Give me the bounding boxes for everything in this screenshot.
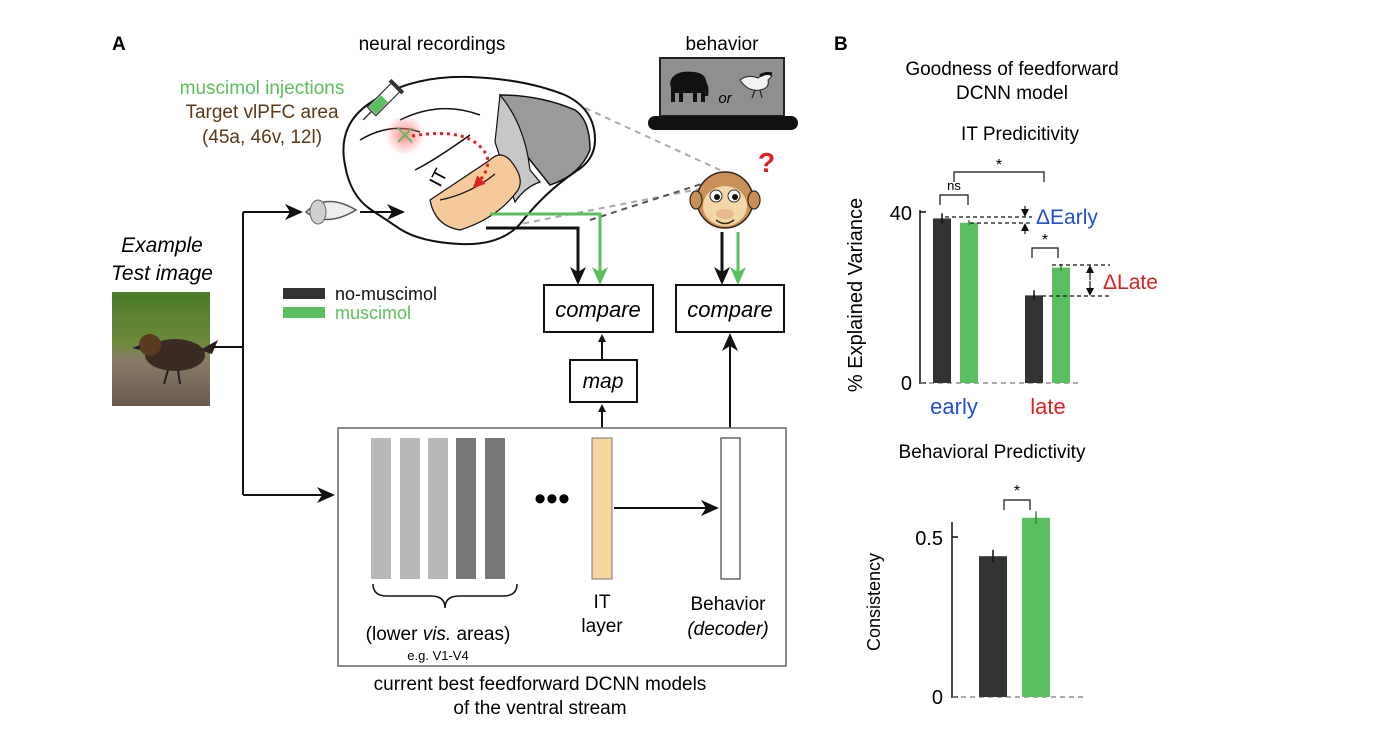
compare-box-behavior <box>675 284 785 333</box>
chart1-category-late: late <box>1030 394 1065 419</box>
dcnn-ellipsis: ••• <box>534 480 570 518</box>
projection-line <box>584 107 721 171</box>
decoder-bar <box>720 437 741 580</box>
compare-neural-label: compare <box>555 297 641 322</box>
ns-bracket <box>939 194 969 205</box>
chart1-ytick-label: 40 <box>890 203 912 225</box>
it-layer-bar <box>591 437 613 580</box>
chart1-bar-no-muscimol <box>1025 295 1043 383</box>
chart1-title: IT Predicitivity <box>961 124 1079 145</box>
neural-recordings-title: neural recordings <box>359 34 506 55</box>
projection-line <box>479 184 721 233</box>
compare-box-neural <box>543 284 654 333</box>
chart2-ytick-label: 0.5 <box>915 528 943 550</box>
elephant-icon <box>670 71 709 102</box>
chart2-star: * <box>1014 483 1020 500</box>
dcnn-caption-line2: of the ventral stream <box>453 698 626 719</box>
lower-areas-brace <box>372 583 518 609</box>
lower-areas-example: e.g. V1-V4 <box>407 648 468 663</box>
dcnn-layer <box>456 438 476 579</box>
dcnn-layer <box>485 438 505 579</box>
eye-icon <box>304 199 358 225</box>
dcnn-layer <box>400 438 420 579</box>
chart1-bar-no-muscimol <box>933 218 951 383</box>
behavior-or-text: or <box>718 90 732 107</box>
delta-late-label: ΔLate <box>1103 271 1158 294</box>
neural-muscimol-arrow <box>490 212 608 285</box>
it-layer-label-line2: layer <box>581 616 623 637</box>
decoder-label-line2: (decoder) <box>687 619 768 640</box>
panel-b-label: B <box>834 34 848 55</box>
legend-no-muscimol: no-muscimol <box>335 284 437 304</box>
legend-swatch-no-muscimol <box>283 288 325 299</box>
chart2-bar-muscimol <box>1022 517 1050 697</box>
decoder-label-line1: Behavior <box>691 594 767 615</box>
it-predictivity-chart: IT Predicitivity % Explained Variance 40… <box>845 124 1158 419</box>
late-star: * <box>1042 232 1048 249</box>
syringe-icon <box>362 78 405 121</box>
lower-areas-label: (lower vis. areas) <box>366 624 511 645</box>
behavior-title: behavior <box>686 34 760 55</box>
chart1-ylabel: % Explained Variance <box>845 198 867 392</box>
legend-swatch-muscimol <box>283 307 325 318</box>
chart2-bar-no-muscimol <box>979 556 1007 697</box>
behavioral-predictivity-chart: Behavioral Predictivity Consistency 0.5 … <box>864 442 1086 709</box>
example-label-line2: Test image <box>111 262 213 285</box>
chart1-bar-muscimol <box>1052 267 1070 383</box>
early-late-bracket <box>953 171 1045 182</box>
behavior-monitor: or <box>648 57 798 130</box>
question-mark: ? <box>758 147 775 178</box>
panel-b-title-line1: Goodness of feedforward <box>905 59 1118 80</box>
dcnn-caption-line1: current best feedforward DCNN models <box>374 674 707 695</box>
delta-early-label: ΔEarly <box>1036 206 1098 229</box>
monkey-face-icon: ? <box>689 147 775 229</box>
late-bracket <box>1031 247 1059 258</box>
dcnn-layer <box>371 438 391 579</box>
it-layer-label-line1: IT <box>594 592 611 613</box>
dcnn-layer <box>428 438 448 579</box>
projection-line <box>589 177 721 221</box>
map-label: map <box>583 370 624 393</box>
example-bird-image <box>112 292 218 406</box>
early-late-star: * <box>996 157 1002 174</box>
legend: no-muscimol muscimol <box>283 284 437 323</box>
map-box <box>569 359 638 403</box>
chart1-ytick-label: 0 <box>901 373 912 395</box>
legend-muscimol: muscimol <box>335 303 411 323</box>
bird-icon <box>739 71 773 99</box>
chart1-bar-muscimol <box>960 222 978 383</box>
example-label-line1: Example <box>121 234 203 257</box>
neural-no-muscimol-arrow <box>486 226 586 285</box>
panel-a-label: A <box>112 34 126 55</box>
chart1-category-early: early <box>930 394 978 419</box>
chart2-ylabel: Consistency <box>864 553 884 651</box>
ns-annotation: ns <box>947 178 961 193</box>
injection-text: muscimol injections <box>180 78 345 99</box>
chart2-ytick-label: 0 <box>932 687 943 709</box>
compare-behavior-label: compare <box>687 297 773 322</box>
panel-b-title-line2: DCNN model <box>956 83 1068 104</box>
chart2-bracket <box>1003 499 1031 510</box>
target-area-text: Target vlPFC area <box>185 102 339 123</box>
brain-icon: IT <box>342 75 597 246</box>
chart2-title: Behavioral Predictivity <box>899 442 1086 463</box>
target-area-list: (45a, 46v, 12l) <box>202 127 322 148</box>
